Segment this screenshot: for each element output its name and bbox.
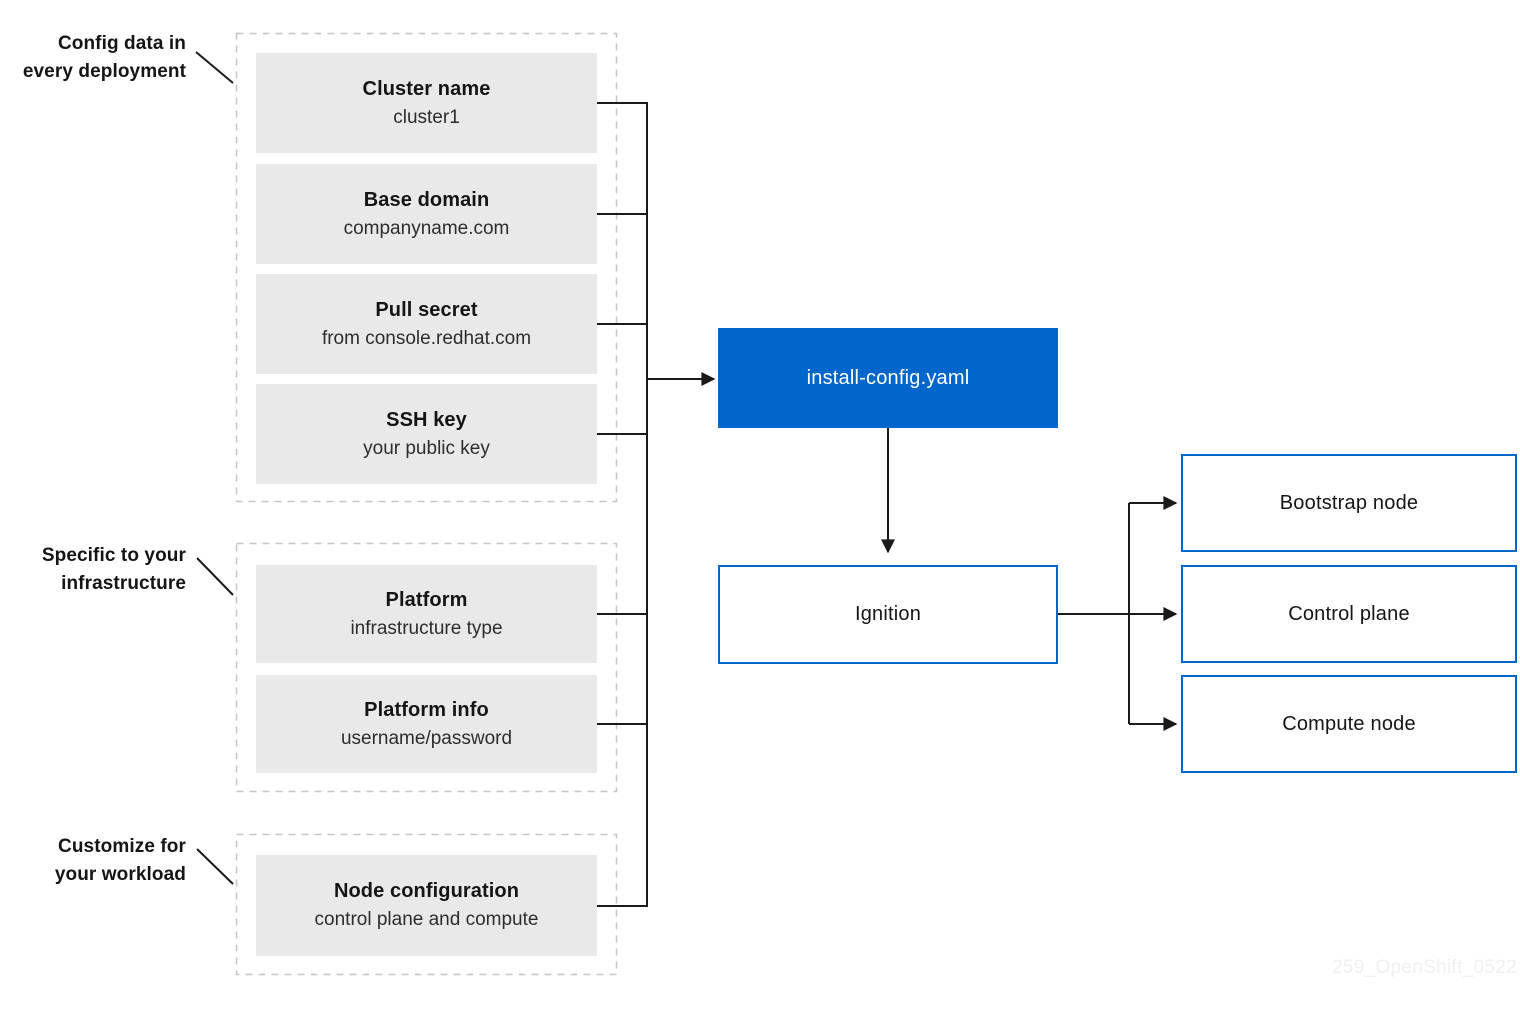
- pointer-line-infrastructure: [196, 557, 234, 596]
- config-box-title: Platform info: [364, 698, 489, 721]
- annotation-line: infrastructure: [61, 573, 186, 594]
- annotation-line: your workload: [54, 864, 186, 885]
- control-plane-label: Control plane: [1288, 602, 1410, 625]
- annotation-line: every deployment: [22, 61, 186, 82]
- config-box-title: SSH key: [386, 408, 467, 431]
- annotation-specific-infrastructure: Specific to your infrastructure: [0, 542, 186, 598]
- control-plane-node-box: Control plane: [1181, 565, 1517, 663]
- pointer-line-config-data: [195, 51, 234, 84]
- config-box-title: Cluster name: [362, 77, 491, 100]
- config-box-title: Platform: [385, 588, 468, 611]
- bootstrap-node-label: Bootstrap node: [1279, 491, 1419, 514]
- dashed-group-borders: [235, 32, 618, 976]
- bootstrap-node-box: Bootstrap node: [1181, 454, 1517, 552]
- config-box-ssh-key: SSH key your public key: [256, 384, 597, 484]
- config-box-cluster-name: Cluster name cluster1: [256, 53, 597, 153]
- config-box-subtitle: username/password: [340, 727, 513, 749]
- ignition-box: Ignition: [718, 565, 1058, 664]
- annotation-line: Specific to your: [41, 545, 186, 566]
- annotation-config-data: Config data in every deployment: [0, 30, 186, 86]
- config-box-node-configuration: Node configuration control plane and com…: [256, 855, 597, 956]
- annotation-pointer-lines: [195, 51, 234, 885]
- config-box-subtitle: companyname.com: [343, 217, 510, 239]
- config-box-title: Pull secret: [375, 298, 478, 321]
- dashed-border-config-data: [235, 32, 618, 503]
- config-box-base-domain: Base domain companyname.com: [256, 164, 597, 264]
- annotation-line: Config data in: [57, 33, 186, 54]
- dashed-border-infrastructure: [235, 542, 618, 793]
- config-box-subtitle: your public key: [363, 437, 490, 459]
- annotation-line: Customize for: [58, 836, 186, 857]
- install-config-yaml-box: install-config.yaml: [718, 328, 1058, 428]
- install-config-yaml-label: install-config.yaml: [806, 366, 970, 389]
- annotation-customize-workload: Customize for your workload: [0, 833, 186, 889]
- config-box-subtitle: from console.redhat.com: [321, 327, 532, 349]
- compute-node-label: Compute node: [1282, 712, 1416, 735]
- config-box-platform-info: Platform info username/password: [256, 675, 597, 773]
- config-box-title: Node configuration: [333, 880, 520, 902]
- compute-node-box: Compute node: [1181, 675, 1517, 773]
- config-box-pull-secret: Pull secret from console.redhat.com: [256, 274, 597, 374]
- config-box-platform: Platform infrastructure type: [256, 565, 597, 663]
- config-box-subtitle: cluster1: [393, 106, 460, 128]
- pointer-line-workload: [196, 848, 234, 885]
- ignition-branch-lines: [1058, 496, 1178, 731]
- config-box-subtitle: control plane and compute: [314, 909, 539, 930]
- config-box-subtitle: infrastructure type: [350, 617, 503, 639]
- watermark-text: 259_OpenShift_0522: [1332, 957, 1517, 978]
- ignition-label: Ignition: [854, 603, 922, 625]
- collector-lines: [597, 102, 716, 907]
- config-box-title: Base domain: [363, 188, 490, 211]
